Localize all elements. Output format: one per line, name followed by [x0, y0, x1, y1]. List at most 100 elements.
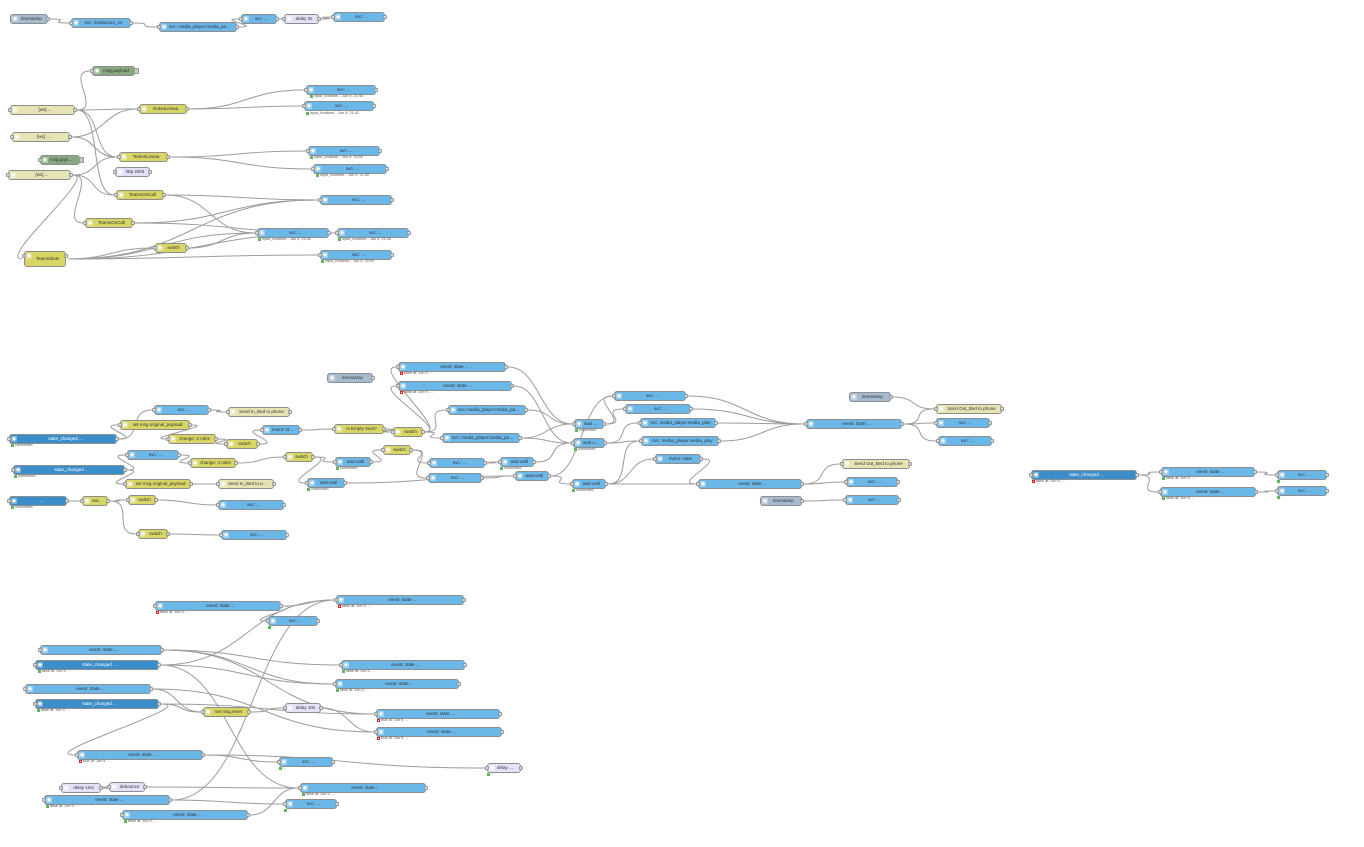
input-port[interactable] [216, 482, 220, 486]
flow-node-ha[interactable]: ◆svc: ... [623, 404, 693, 414]
input-port[interactable] [283, 802, 287, 806]
output-port[interactable] [123, 468, 127, 472]
flow-wire[interactable] [372, 449, 382, 463]
output-port[interactable] [547, 474, 551, 478]
flow-wire[interactable] [204, 754, 486, 769]
input-port[interactable] [239, 17, 243, 21]
input-port[interactable] [126, 498, 130, 502]
output-port[interactable] [604, 482, 608, 486]
flow-wire[interactable] [76, 109, 118, 158]
flow-wire[interactable] [892, 396, 935, 410]
flow-wire[interactable] [71, 136, 118, 158]
flow-node-ha[interactable]: ◆svc: ... [426, 473, 484, 483]
flow-node-ha[interactable]: ◆svc: media.turn_on [69, 18, 133, 28]
flow-node-change[interactable]: ◆[ws] ... [6, 170, 73, 180]
flow-node-change[interactable]: ◆Send Out_Bed to phone [934, 404, 1004, 414]
input-port[interactable] [90, 69, 94, 73]
output-port[interactable] [188, 423, 192, 427]
input-port[interactable] [283, 706, 287, 710]
flow-wire[interactable] [550, 395, 613, 477]
input-port[interactable] [125, 453, 129, 457]
flow-node-ha[interactable]: ◆svc: media_player.media_play [638, 418, 718, 428]
flow-wire[interactable] [606, 440, 640, 444]
output-port[interactable] [154, 498, 158, 502]
input-port[interactable] [485, 766, 489, 770]
input-port[interactable] [1029, 473, 1033, 477]
input-port[interactable] [10, 135, 14, 139]
output-port[interactable] [319, 706, 323, 710]
flow-wire[interactable] [67, 247, 154, 260]
input-port[interactable] [391, 430, 395, 434]
output-port[interactable] [689, 407, 693, 411]
flow-wire[interactable] [250, 707, 284, 713]
input-port[interactable] [118, 423, 122, 427]
flow-wire[interactable] [210, 409, 227, 413]
output-port[interactable] [800, 499, 804, 503]
input-port[interactable] [374, 712, 378, 716]
output-port[interactable] [131, 221, 135, 225]
flow-node-ha[interactable]: ◆wait until [498, 457, 536, 467]
output-port[interactable] [68, 135, 72, 139]
flow-wire[interactable] [1256, 471, 1276, 476]
input-port[interactable] [318, 253, 322, 257]
flow-node-ha[interactable]: ◆event: state ... [75, 750, 205, 760]
flow-wire[interactable] [550, 475, 571, 485]
output-port[interactable] [285, 533, 289, 537]
input-port[interactable] [59, 786, 63, 790]
input-port[interactable] [255, 231, 259, 235]
flow-node-ha[interactable]: ◆svc: ... [331, 12, 387, 22]
output-port[interactable] [168, 798, 172, 802]
flow-wire[interactable] [169, 156, 312, 170]
flow-node-haDark[interactable]: ◆... [7, 496, 69, 506]
output-port[interactable] [69, 173, 73, 177]
output-port[interactable] [235, 25, 239, 29]
flow-node-func[interactable]: ◆TeamsLinsaa [117, 152, 170, 162]
output-port[interactable] [1325, 473, 1329, 477]
output-port[interactable] [272, 482, 276, 486]
input-port[interactable] [166, 437, 170, 441]
flow-node-func[interactable]: ◆TeamsSlots [22, 251, 68, 267]
flow-wire[interactable] [169, 150, 307, 158]
flow-node-ha[interactable]: ◆event: state ... [333, 679, 461, 689]
output-port[interactable] [115, 437, 119, 441]
output-port[interactable] [317, 17, 321, 21]
flow-wire[interactable] [507, 366, 573, 425]
flow-node-delay[interactable]: ◆delay 10s [485, 763, 523, 773]
output-port[interactable] [369, 460, 373, 464]
flow-wire[interactable] [521, 437, 572, 444]
output-port[interactable] [106, 499, 110, 503]
debug-toggle-button[interactable] [79, 157, 84, 163]
output-port[interactable] [143, 785, 147, 789]
output-port[interactable] [327, 231, 331, 235]
flow-wire[interactable] [17, 174, 78, 260]
flow-node-ha[interactable]: ◆event: state ... [42, 795, 172, 805]
flow-node-ha[interactable]: ◆wait until [570, 479, 608, 489]
output-port[interactable] [390, 253, 394, 257]
flow-node-ha[interactable]: ◆svc: ... [427, 458, 487, 468]
input-port[interactable] [653, 457, 657, 461]
flow-node-ha[interactable]: ◆svc: ... [306, 146, 382, 156]
flow-node-debug[interactable]: ◆msg.payload [38, 155, 84, 165]
flow-wire[interactable] [1138, 471, 1160, 476]
flow-wire[interactable] [803, 463, 841, 485]
flow-node-delay[interactable]: ◆http 2003 [113, 167, 152, 177]
flow-node-ha[interactable]: ◆svc: ... [266, 616, 320, 626]
flow-wire[interactable] [188, 105, 303, 110]
flow-node-ha[interactable]: ◆wait until [572, 419, 606, 429]
flow-node-ha[interactable]: ◆svc: ... [843, 495, 901, 505]
flow-wire[interactable] [527, 409, 573, 425]
flow-wire[interactable] [71, 108, 138, 138]
input-port[interactable] [123, 482, 127, 486]
flow-node-ha[interactable]: ◆svc: ... [277, 757, 335, 767]
flow-node-ha[interactable]: ◆svc: ... [844, 477, 900, 487]
output-port[interactable] [390, 198, 394, 202]
input-port[interactable] [80, 499, 84, 503]
input-port[interactable] [136, 532, 140, 536]
input-port[interactable] [33, 702, 37, 706]
input-port[interactable] [75, 753, 79, 757]
flow-node-haDark[interactable]: ◆state_changed ... [1029, 470, 1139, 480]
input-port[interactable] [42, 798, 46, 802]
flow-wire[interactable] [160, 664, 299, 789]
output-port[interactable] [371, 376, 375, 380]
flow-node-ha[interactable]: ◆svc: ... [219, 530, 289, 540]
